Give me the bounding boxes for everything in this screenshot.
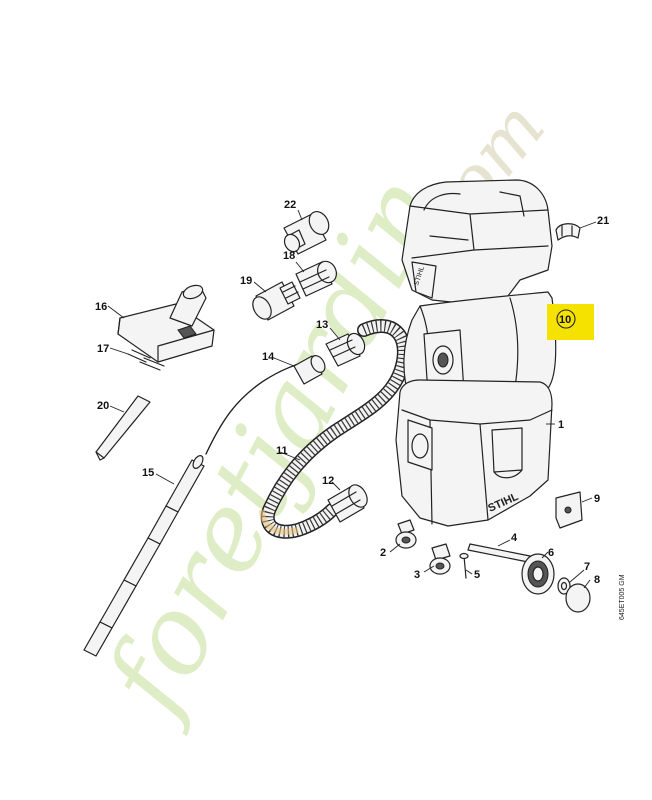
callout-13[interactable]: 13	[316, 319, 328, 331]
part-18-connector[interactable]	[295, 258, 340, 297]
callout-10-highlight	[547, 304, 594, 340]
callout-16[interactable]: 16	[95, 301, 107, 313]
callout-15[interactable]: 15	[142, 467, 154, 479]
part-1-container[interactable]: STIHL	[395, 379, 553, 527]
callout-8[interactable]: 8	[594, 574, 600, 586]
part-17-brush-strips[interactable]	[127, 349, 165, 371]
part-16-floor-nozzle[interactable]	[117, 283, 215, 363]
part-9-bracket[interactable]	[555, 491, 583, 529]
part-3-castor[interactable]	[429, 543, 451, 575]
part-13-hose-coupling[interactable]	[325, 331, 368, 367]
callout-11[interactable]: 11	[276, 445, 288, 457]
leader-lines	[107, 209, 597, 589]
part-4-axle[interactable]	[467, 543, 531, 563]
callout-10-circle	[556, 309, 576, 329]
part-7-washer[interactable]	[557, 577, 571, 595]
part-12-hose-connector[interactable]	[327, 482, 371, 523]
callout-7[interactable]: 7	[584, 561, 590, 573]
callout-19[interactable]: 19	[240, 275, 252, 287]
callout-18[interactable]: 20	[97, 400, 109, 412]
part-14-suction-hose-handle[interactable]	[205, 353, 328, 455]
callout-5[interactable]: 5	[474, 569, 480, 581]
callout-2[interactable]: 2	[380, 547, 386, 559]
part-5-screw[interactable]	[459, 552, 469, 579]
part-8-hub-cap[interactable]	[565, 583, 591, 613]
callout-21[interactable]: 21	[597, 215, 609, 227]
callout-labels: 1 2 3 4 5 6 7 8 9 10 11 12 13 14 15 16 1…	[95, 199, 609, 586]
callout-10[interactable]: 10	[559, 314, 571, 326]
diagram-code: 645ET005 GM	[619, 574, 626, 620]
callout-1[interactable]: 1	[558, 419, 564, 431]
callout-14[interactable]: 14	[262, 351, 275, 363]
callout-3[interactable]: 3	[414, 569, 420, 581]
callout-9[interactable]: 9	[594, 493, 600, 505]
callout-12[interactable]: 12	[322, 475, 334, 487]
callout-22[interactable]: 22	[284, 199, 296, 211]
callout-18b[interactable]: 18	[283, 250, 295, 262]
part-21-clip[interactable]	[555, 223, 581, 241]
part-20-crevice-nozzle[interactable]	[95, 395, 151, 461]
callout-6[interactable]: 6	[548, 547, 554, 559]
motor-head[interactable]: STIHL	[401, 179, 553, 305]
part-15-extension-tubes[interactable]	[83, 454, 205, 657]
part-2-castor[interactable]	[395, 519, 417, 549]
callout-4[interactable]: 4	[511, 532, 518, 544]
part-22-connector-sleeve[interactable]	[282, 208, 333, 255]
part-6-wheel[interactable]	[521, 553, 555, 595]
callout-17[interactable]: 17	[97, 343, 109, 355]
